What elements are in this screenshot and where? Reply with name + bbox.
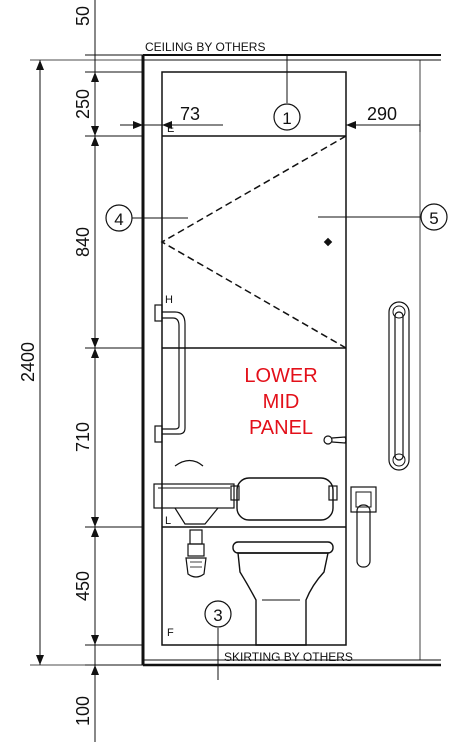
callout-1-bubble <box>273 103 301 131</box>
callout-5-bubble <box>420 203 448 231</box>
callout-4-label: 4 <box>114 210 123 229</box>
dim-skirting-gap-label: 100 <box>73 696 93 726</box>
letter-f: F <box>167 627 174 639</box>
dim-top-gap-label: 50 <box>73 6 93 26</box>
dim-head-panel-label: 250 <box>73 89 93 119</box>
toilet-pan-icon <box>232 541 334 646</box>
dim-left-offset-label: 73 <box>180 104 200 124</box>
callout-1-label: 1 <box>282 109 291 128</box>
callout-4-bubble <box>105 204 133 232</box>
grab-rail-left-icon <box>154 304 186 443</box>
callout-5-label: 5 <box>429 209 438 228</box>
dim-overall-vertical <box>30 59 143 666</box>
dim-lower-mid-panel-label: 710 <box>73 422 93 452</box>
dim-upper-panel-label: 840 <box>73 227 93 257</box>
dim-overall-label: 2400 <box>18 342 38 382</box>
wash-basin-icon <box>153 459 235 578</box>
door-handle-icon <box>323 435 347 445</box>
dim-right-offset <box>346 120 421 132</box>
callout-3-bubble <box>204 600 232 628</box>
skirting-note: SKIRTING BY OTHERS <box>224 650 353 664</box>
toilet-roll-holder-icon <box>350 486 377 568</box>
panel-label-line1: LOWER <box>244 365 317 387</box>
door-swing-lines <box>160 135 347 349</box>
panel-frame <box>161 71 347 646</box>
dim-chain-vertical <box>85 0 143 742</box>
letter-h: H <box>165 294 173 306</box>
panel-label-line2: MID <box>263 391 300 413</box>
dim-left-offset <box>120 121 223 129</box>
dim-right-offset-label: 290 <box>367 104 397 124</box>
panel-label-line3: PANEL <box>249 417 313 439</box>
callout-3-label: 3 <box>213 606 222 625</box>
door-lock-icon <box>323 237 333 247</box>
letter-l: L <box>165 515 171 527</box>
dim-bottom-panel-label: 450 <box>73 571 93 601</box>
cistern-icon <box>230 477 338 521</box>
letter-e: E <box>167 123 174 135</box>
ceiling-note: CEILING BY OTHERS <box>145 40 265 54</box>
grab-rail-right-icon <box>388 301 410 471</box>
